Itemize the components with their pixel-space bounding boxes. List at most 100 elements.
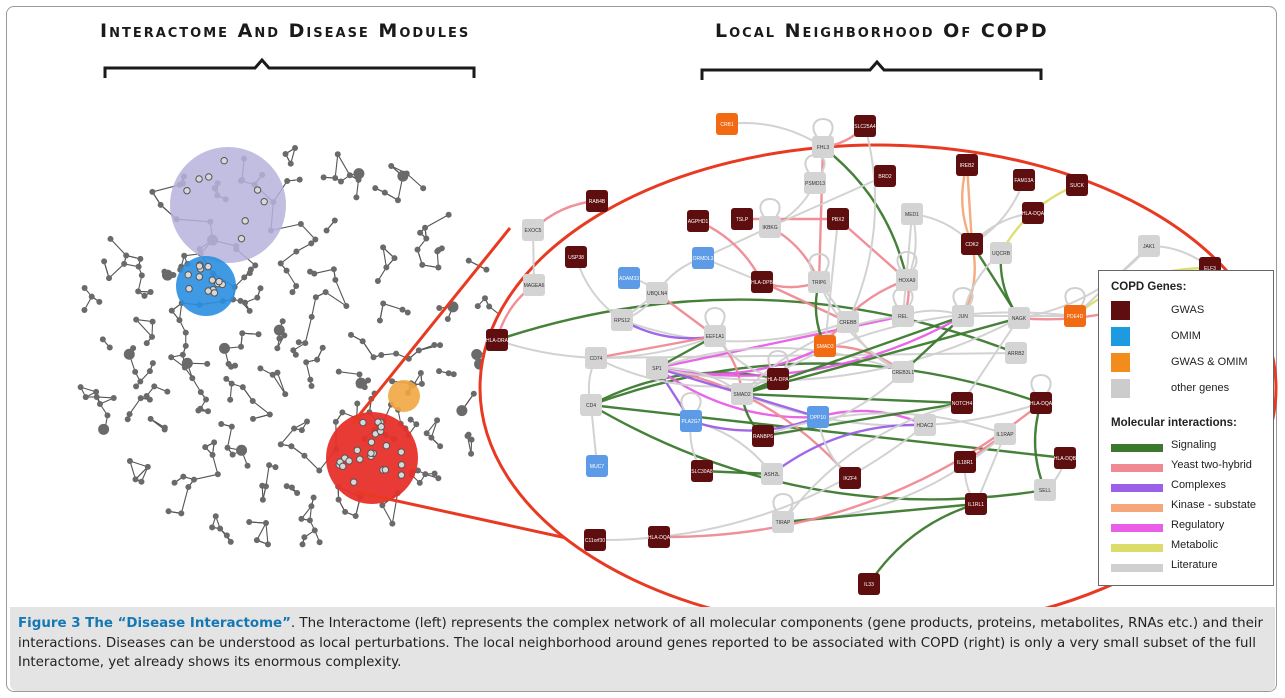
- interactome-node: [292, 144, 299, 151]
- interactome-node: [197, 405, 204, 412]
- interactome-node: [107, 235, 114, 242]
- interactome-node: [293, 248, 300, 255]
- interactome-edge: [304, 316, 313, 344]
- interactome-node: [293, 283, 300, 290]
- legend-interaction-literature: Literature: [1111, 559, 1271, 579]
- gene-node-box: [751, 271, 773, 293]
- gene-node: CREBB: [837, 311, 859, 333]
- gene-node-box: [759, 216, 781, 238]
- module-node: [195, 273, 204, 281]
- interactome-node: [303, 359, 310, 366]
- legend-gene-label: other genes: [1171, 382, 1230, 394]
- module-blue: [176, 256, 236, 316]
- interactome-edge: [129, 460, 148, 468]
- gene-label: NOTCH4: [952, 401, 973, 407]
- legend-interaction-label: Metabolic: [1171, 539, 1219, 551]
- gene-node-box: [914, 414, 936, 436]
- gene-node-box: [961, 233, 983, 255]
- interactome-node: [237, 343, 244, 350]
- self-loop-edge: [767, 350, 789, 370]
- gene-node: HLA-DQA: [1022, 202, 1045, 224]
- gene-node-box: [584, 529, 606, 551]
- self-loop-edge: [952, 287, 974, 307]
- gene-label: IKZF4: [843, 476, 857, 482]
- gene-label: RANBP6: [753, 434, 773, 440]
- interactome-node: [323, 227, 330, 234]
- gene-label: FHL3: [817, 145, 829, 151]
- interaction-edge: [595, 334, 716, 360]
- gene-label: CDK2: [965, 242, 979, 248]
- interactome-node: [404, 309, 411, 316]
- interactome-node: [272, 464, 279, 471]
- interactome-edge: [265, 465, 270, 487]
- gene-label: IKBKG: [762, 225, 777, 231]
- interactome-node: [422, 471, 429, 478]
- interactome-node: [181, 364, 188, 371]
- interactome-node: [311, 270, 318, 277]
- gene-node: SMAD2: [731, 383, 753, 405]
- interactome-node: [322, 289, 329, 296]
- gene-label: IL1RL1: [968, 502, 984, 508]
- interactome-edge: [311, 297, 317, 318]
- interactome-node: [101, 258, 108, 265]
- interactome-node: [456, 405, 468, 417]
- interactome-node: [212, 513, 219, 520]
- legend-interaction-complexes: Complexes: [1111, 479, 1271, 499]
- interactome-node: [423, 235, 430, 242]
- interactome-node: [269, 371, 276, 378]
- interactome-node: [379, 502, 386, 509]
- interactome-node: [298, 427, 305, 434]
- module-node: [367, 438, 376, 446]
- interactome-node: [189, 375, 196, 382]
- interactome-node: [417, 370, 424, 377]
- gene-label: CREBB: [839, 320, 857, 326]
- interactome-node: [314, 356, 321, 363]
- caption-background: [10, 607, 1275, 691]
- module-node: [183, 186, 191, 195]
- self-loop-edge: [772, 493, 794, 513]
- gene-node: FHL3: [812, 136, 834, 158]
- gene-label: JUN: [958, 314, 968, 320]
- gene-label: SLC30A8: [691, 469, 713, 475]
- interactome-node: [146, 368, 153, 375]
- gene-node: SUCK: [1066, 174, 1088, 196]
- gene-node-box: [812, 136, 834, 158]
- gene-node-box: [837, 311, 859, 333]
- interactome-node: [290, 347, 297, 354]
- interactome-node: [239, 330, 246, 337]
- gene-node: CD74: [585, 347, 607, 369]
- left-bracket: [103, 57, 476, 78]
- gene-node: MAGEA6: [523, 274, 545, 296]
- gene-label: IL1RAP: [996, 432, 1014, 438]
- gene-node: JUN: [952, 305, 974, 327]
- interactome-edge: [430, 420, 438, 438]
- gene-node-box: [586, 455, 608, 477]
- interactome-node: [289, 289, 296, 296]
- gene-node: JAK1: [1138, 235, 1160, 257]
- interactome-node: [437, 342, 444, 349]
- interactome-node: [311, 527, 318, 534]
- module-node: [339, 462, 347, 470]
- gene-node: HDAC2: [914, 414, 936, 436]
- interaction-edge: [590, 403, 1066, 460]
- gene-label: PBX2: [832, 217, 845, 223]
- interactome-node: [209, 451, 216, 458]
- legend-interaction-label: Literature: [1171, 559, 1218, 571]
- interactome-node: [342, 508, 349, 515]
- interactome-node: [287, 160, 294, 167]
- module-node: [377, 423, 385, 431]
- interactome-node: [182, 342, 189, 349]
- interactome-node: [283, 483, 290, 490]
- gene-node-box: [990, 242, 1012, 264]
- interactome-node: [178, 510, 185, 517]
- interactome-node: [312, 294, 319, 301]
- interactome-node: [431, 342, 438, 349]
- interactome-node: [356, 371, 363, 378]
- interactome-node: [132, 476, 139, 483]
- interactome-node: [292, 351, 299, 358]
- gene-node: ADAM33: [618, 267, 640, 289]
- gene-node-box: [618, 267, 640, 289]
- interactome-node: [253, 537, 260, 544]
- interactome-node: [81, 284, 88, 291]
- gene-label: IREB2: [960, 163, 975, 169]
